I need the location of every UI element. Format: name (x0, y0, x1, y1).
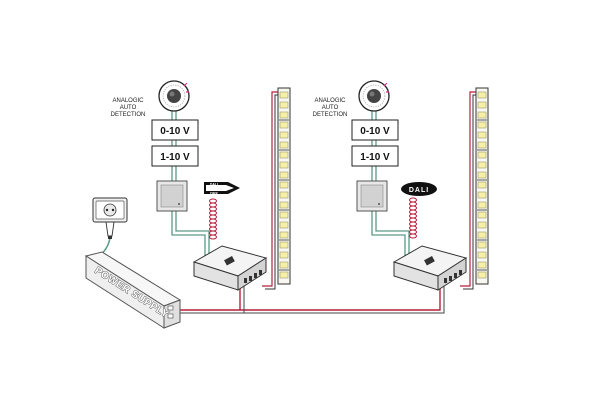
left-bus-label-dmx: DMX (210, 192, 218, 196)
left-strip-led-chip (279, 91, 289, 99)
left-bus-label-dali: DALI (210, 183, 218, 187)
right-strip-led-chip (477, 171, 487, 179)
right-strip-led-chip (477, 151, 487, 159)
left-push-button-icon (156, 180, 188, 212)
left-bus-tag-icon: DALI DMX (204, 182, 240, 196)
right-strip-led-chip (477, 191, 487, 199)
left-strip-led-chip (279, 151, 289, 159)
left-strip-led-chip (279, 241, 289, 249)
left-strip-led-chip (279, 251, 289, 259)
right-strip-led-chip (477, 141, 487, 149)
right-strip-wire-red (460, 91, 478, 287)
right-control-wire-2 (375, 110, 410, 258)
left-strip-led-chip (279, 221, 289, 229)
right-strip-led-chip (477, 201, 487, 209)
power-line-2 (180, 283, 445, 314)
right-dimmer-caption-line1: ANALOGIC (314, 98, 346, 104)
left-strip-led-chip (279, 161, 289, 169)
left-strip-led-chip (279, 121, 289, 129)
left-voltage-0-10-label: 0-10 V (160, 126, 190, 137)
left-voltage-1-10-box (151, 145, 199, 167)
power-line (180, 283, 441, 311)
right-circuit: ANALOGIC AUTO DETECTION 0-10 V 1-10 V DA… (313, 80, 489, 291)
right-bus-label-dali: DALI (409, 187, 429, 194)
right-voltage-1-10-label: 1-10 V (360, 152, 390, 163)
right-voltage-0-10-label: 0-10 V (360, 126, 390, 137)
left-strip-led-chip (279, 181, 289, 189)
right-dimmer-caption-line3: DETECTION (313, 112, 348, 118)
right-strip-led-chip (477, 231, 487, 239)
right-strip-led-chip (477, 241, 487, 249)
left-dimmer-caption-line3: DETECTION (111, 112, 146, 118)
left-control-wire-2 (175, 110, 210, 258)
left-strip-led-chip (279, 111, 289, 119)
right-strip-led-chip (477, 181, 487, 189)
left-strip-led-chip (279, 171, 289, 179)
right-strip-led-chip (477, 111, 487, 119)
right-led-controller (392, 245, 468, 291)
left-strip-led-chip (279, 141, 289, 149)
right-dimmer-caption-line2: AUTO (322, 105, 339, 111)
right-strip-led-chip (477, 131, 487, 139)
left-dimmer-caption-line2: AUTO (120, 105, 137, 111)
left-voltage-0-10-box (151, 119, 199, 141)
right-coiled-cable (409, 197, 417, 239)
left-strip-led-chip (279, 231, 289, 239)
right-push-button-icon (356, 180, 388, 212)
right-strip-led-chip (477, 271, 487, 279)
right-strip-led-chip (477, 221, 487, 229)
left-strip-led-chip (279, 131, 289, 139)
wall-socket-icon (92, 197, 128, 223)
left-strip-led-chip (279, 191, 289, 199)
right-strip-led-chip (477, 121, 487, 129)
right-strip-led-chip (477, 101, 487, 109)
right-control-wire (371, 110, 406, 260)
left-dimmer-caption-line1: ANALOGIC (112, 98, 144, 104)
left-rotary-dimmer-icon (158, 80, 190, 112)
right-rotary-dimmer-icon (358, 80, 390, 112)
power-plug-icon (105, 221, 115, 239)
left-strip-wire-red (262, 91, 280, 287)
left-strip-led-chip (279, 211, 289, 219)
right-strip-led-chip (477, 211, 487, 219)
left-led-controller (192, 245, 268, 291)
left-coiled-cable (209, 198, 217, 240)
left-strip-led-chip (279, 201, 289, 209)
right-led-strip (475, 87, 489, 285)
power-supply-unit: POWER SUPPLY (84, 251, 182, 329)
right-strip-led-chip (477, 251, 487, 259)
left-led-strip (277, 87, 291, 285)
right-bus-tag-icon: DALI (401, 182, 437, 196)
right-strip-led-chip (477, 91, 487, 99)
right-strip-led-chip (477, 161, 487, 169)
right-voltage-1-10-box (351, 145, 399, 167)
left-strip-led-chip (279, 271, 289, 279)
left-strip-led-chip (279, 261, 289, 269)
left-circuit: ANALOGIC AUTO DETECTION 0-10 V 1-10 V DA… (111, 80, 291, 291)
left-voltage-1-10-label: 1-10 V (160, 152, 190, 163)
right-strip-led-chip (477, 261, 487, 269)
left-strip-led-chip (279, 101, 289, 109)
left-control-wire (171, 110, 206, 260)
right-voltage-0-10-box (351, 119, 399, 141)
